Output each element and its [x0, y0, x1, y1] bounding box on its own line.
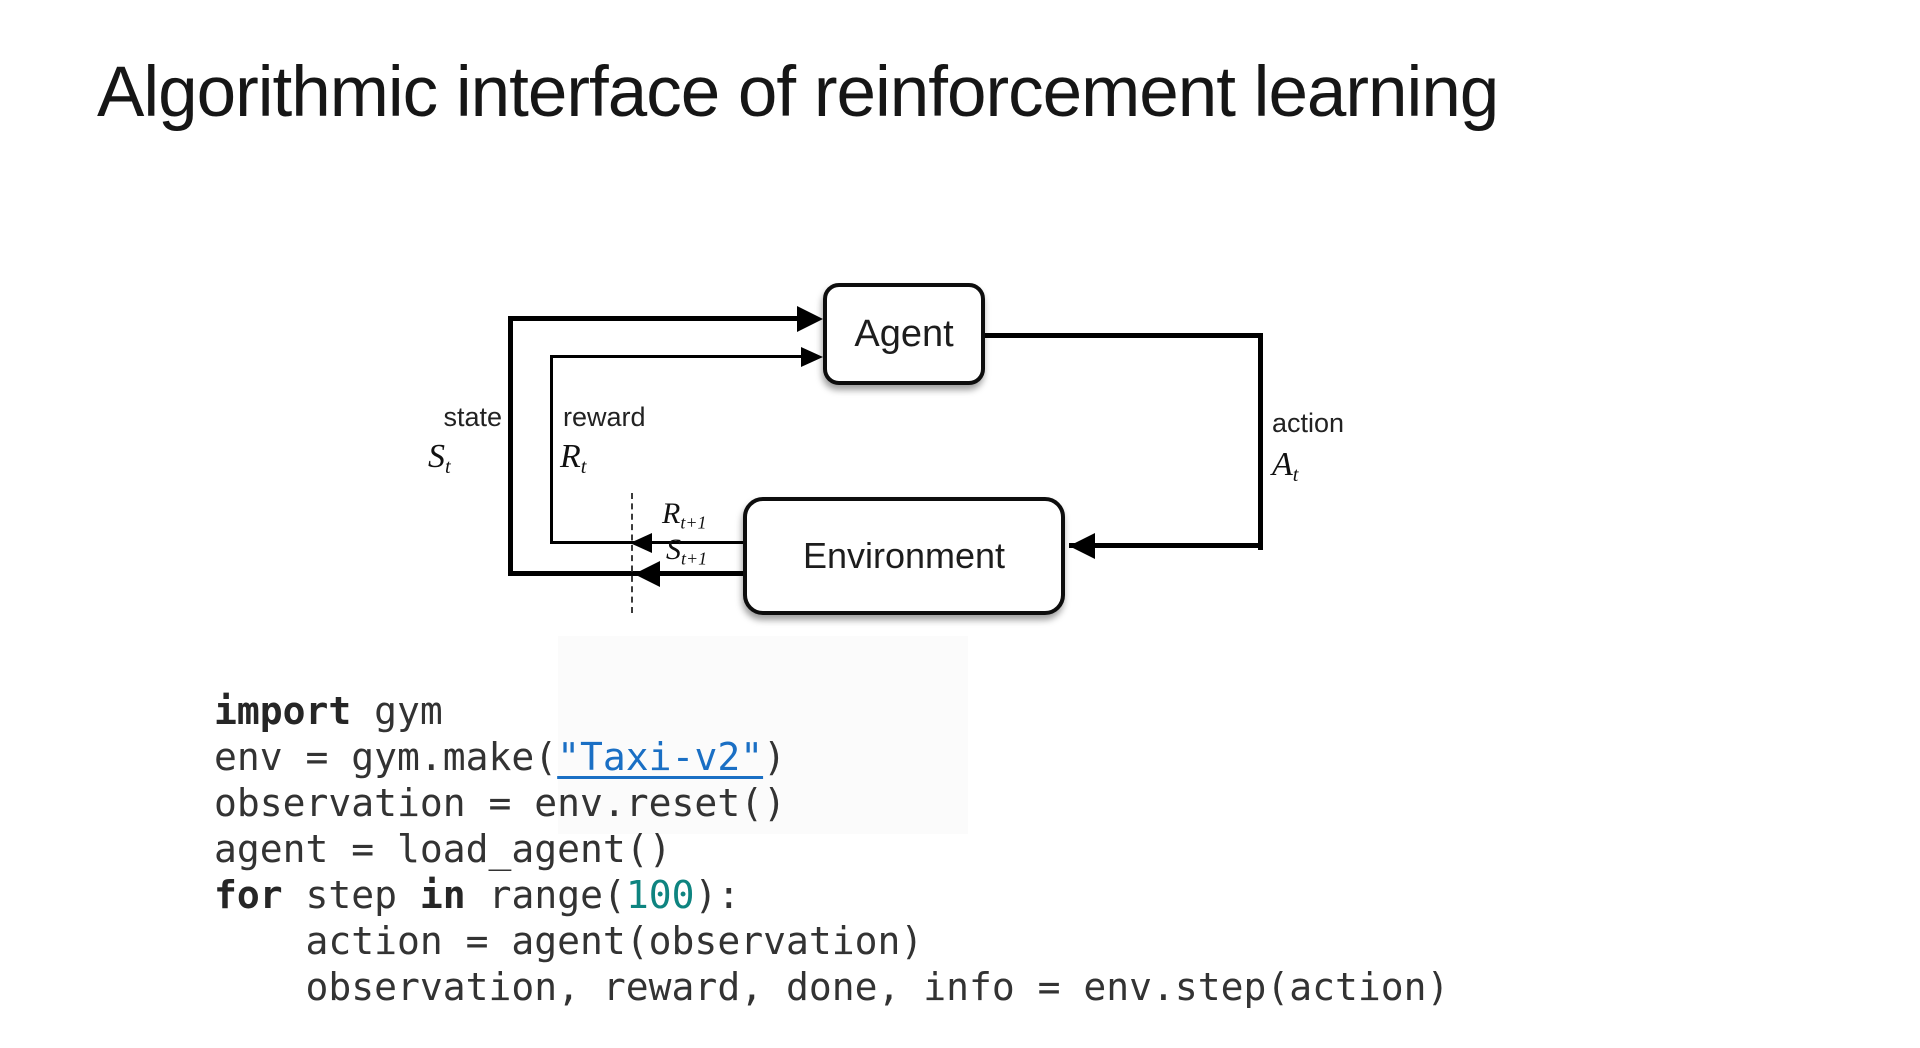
- code-text: action = agent(observation): [214, 919, 924, 963]
- code-text: ):: [694, 873, 741, 917]
- code-text: env = gym.make(: [214, 735, 558, 779]
- next-reward-symbol: Rt+1: [662, 497, 707, 533]
- environment-node: Environment: [743, 497, 1065, 615]
- time-step-dashed-line: [631, 493, 633, 613]
- reward-arrowhead-into-agent-icon: [801, 347, 823, 367]
- next-state-line-bottom: [508, 571, 743, 576]
- reward-label: reward: [563, 402, 646, 432]
- code-keyword: for: [214, 873, 283, 917]
- code-text: range(: [465, 873, 626, 917]
- reward-line-top: [550, 355, 805, 358]
- next-state-arrowhead-icon: [634, 561, 660, 587]
- code-text: agent = load_agent(): [214, 827, 672, 871]
- code-text: step: [282, 873, 420, 917]
- reward-line-left: [550, 355, 553, 544]
- state-line-top: [508, 316, 800, 321]
- slide-title: Algorithmic interface of reinforcement l…: [97, 53, 1499, 132]
- code-line: env = gym.make("Taxi-v2"): [214, 734, 1449, 780]
- code-line: action = agent(observation): [214, 918, 1449, 964]
- action-label: action: [1272, 408, 1345, 438]
- state-symbol: St: [428, 438, 451, 479]
- code-number-literal: 100: [625, 873, 695, 917]
- action-line-bottom: [1069, 543, 1263, 548]
- code-keyword: in: [419, 873, 466, 917]
- code-line: observation = env.reset(): [214, 780, 1449, 826]
- code-keyword: import: [214, 689, 352, 733]
- action-line-top: [985, 333, 1263, 338]
- action-line-right: [1258, 333, 1263, 550]
- agent-node: Agent: [823, 283, 985, 385]
- code-text: observation = env.reset(): [214, 781, 786, 825]
- agent-node-label: Agent: [854, 312, 954, 355]
- code-line: for step in range(100):: [214, 872, 1449, 918]
- code-text: ): [763, 735, 786, 779]
- reward-symbol: Rt: [560, 438, 587, 479]
- state-line-left: [508, 316, 513, 576]
- next-reward-arrowhead-icon: [630, 533, 652, 553]
- action-arrowhead-into-environment-icon: [1069, 533, 1095, 559]
- state-arrowhead-into-agent-icon: [797, 306, 823, 332]
- code-line: agent = load_agent(): [214, 826, 1449, 872]
- code-text: observation, reward, done, info = env.st…: [214, 965, 1450, 1009]
- environment-node-label: Environment: [802, 535, 1006, 576]
- state-label: state: [443, 402, 502, 432]
- action-symbol: At: [1272, 446, 1299, 487]
- code-line: import gym: [214, 688, 1449, 734]
- code-line: observation, reward, done, info = env.st…: [214, 964, 1450, 1010]
- code-background-artifact: [558, 636, 968, 834]
- code-text: gym: [351, 689, 443, 733]
- taxi-v2-link[interactable]: "Taxi-v2": [557, 735, 764, 779]
- next-state-symbol: St+1: [666, 533, 708, 569]
